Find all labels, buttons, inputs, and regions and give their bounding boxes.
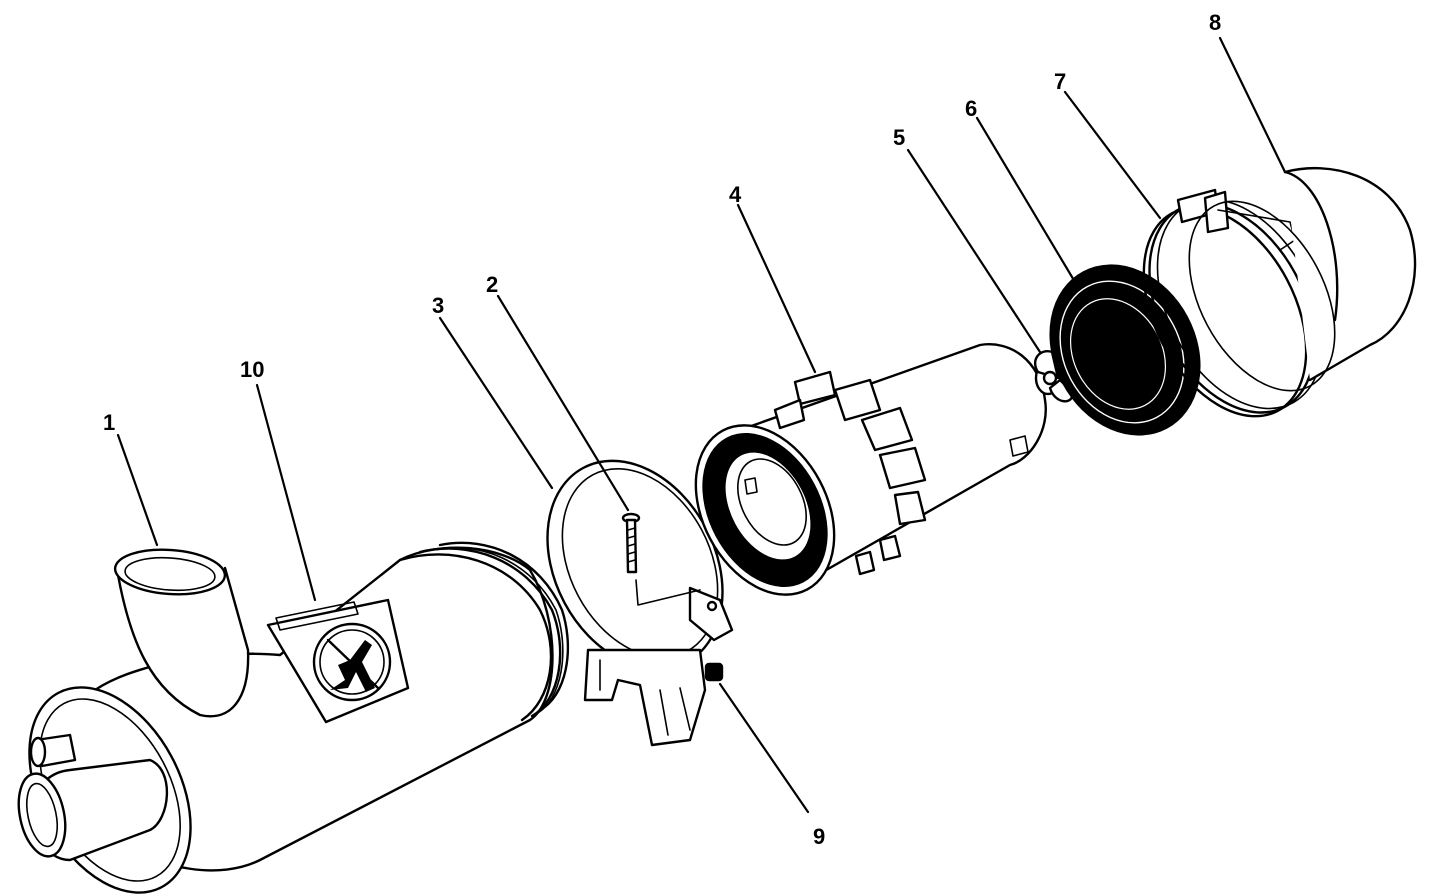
secondary-element xyxy=(1049,264,1201,436)
leader-2 xyxy=(496,294,630,512)
leader-9 xyxy=(718,682,810,814)
clamp-ring xyxy=(1142,188,1324,418)
leader-4 xyxy=(736,203,817,374)
housing-body xyxy=(17,541,570,894)
leader-3 xyxy=(438,316,554,490)
leader-7 xyxy=(1063,90,1162,220)
callout-labels: 1 2 3 4 5 6 7 8 9 10 xyxy=(103,10,1221,849)
leader-6 xyxy=(975,116,1077,284)
screw xyxy=(621,512,641,574)
fastener xyxy=(704,662,724,682)
precleaner-cup xyxy=(1188,166,1417,392)
callout-10: 10 xyxy=(240,357,264,382)
callout-6: 6 xyxy=(965,96,977,121)
callout-3: 3 xyxy=(432,293,444,318)
cover-end-cap xyxy=(546,459,734,747)
callout-2: 2 xyxy=(486,272,498,297)
callout-1: 1 xyxy=(103,410,115,435)
callout-9: 9 xyxy=(813,824,825,849)
leader-10 xyxy=(255,383,317,602)
leader-8 xyxy=(1218,36,1287,174)
leader-5 xyxy=(906,148,1042,354)
primary-filter-element xyxy=(694,343,1047,596)
callout-7: 7 xyxy=(1054,69,1066,94)
leader-lines xyxy=(116,36,1287,814)
callout-5: 5 xyxy=(893,125,905,150)
callout-8: 8 xyxy=(1209,10,1221,35)
leader-1 xyxy=(116,433,159,547)
callout-4: 4 xyxy=(729,182,742,207)
